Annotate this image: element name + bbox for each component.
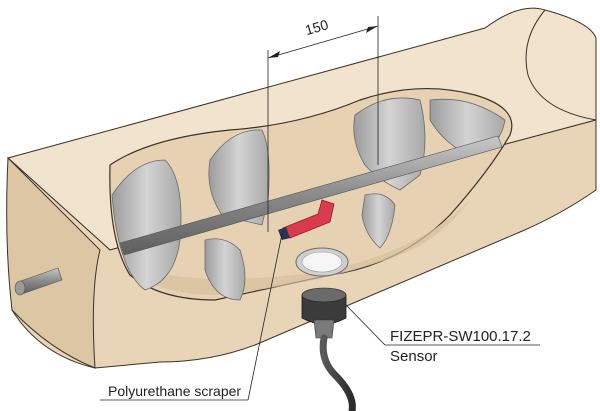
auger-blade-3 [204,238,246,301]
sensor-leader [345,304,540,346]
auger-blade-5 [361,193,396,249]
scraper-label: Polyurethane scraper [108,383,241,399]
sensor-model-label: FIZEPR-SW100.17.2 [390,328,531,345]
dimension-annotation: 150 [267,16,379,232]
housing-right-end [525,9,597,121]
dimension-value: 150 [303,16,330,38]
sensor-body-top [301,287,347,303]
interior-floor [125,200,470,295]
shaft-stub-end [14,280,26,296]
housing-left-end [6,156,101,369]
sensor-connector [313,319,335,339]
auger-shaft [119,135,503,256]
sensor-caption-label: Sensor [390,348,438,365]
auger-blade-1 [111,159,182,291]
sensor-window [301,251,343,273]
scraper-leader [100,233,283,401]
sensor-cable [319,334,356,411]
scraper-tip [278,227,290,240]
